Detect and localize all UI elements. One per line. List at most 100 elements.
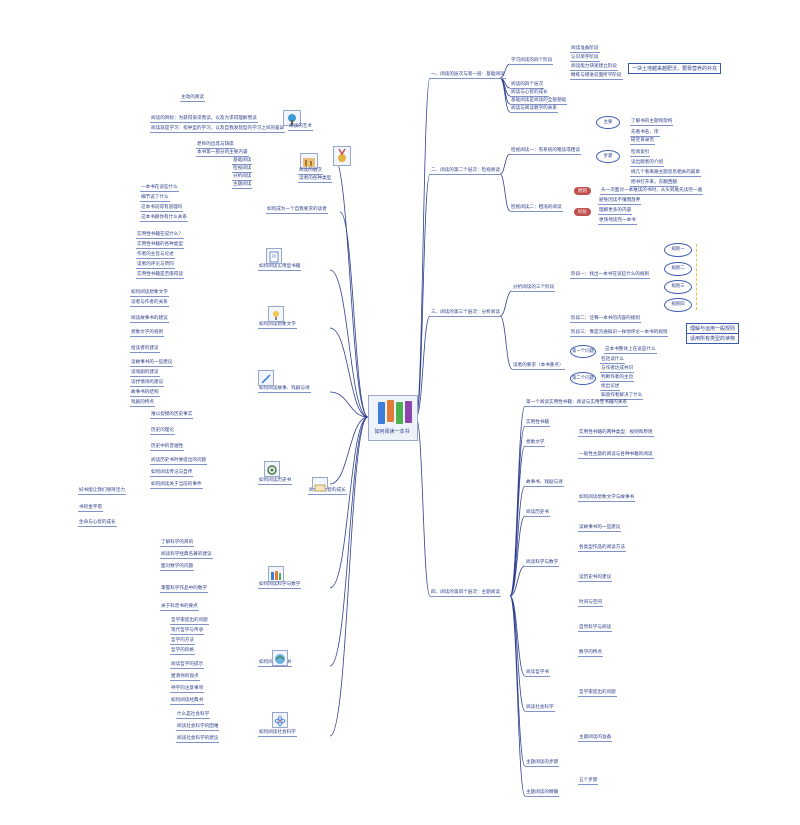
a7-detail[interactable]: 掌握科学作品中的数学	[160, 586, 208, 593]
a5-detail[interactable]: 难以捉摸的历史事实	[150, 412, 194, 419]
b4-detail[interactable]: 实用性书籍的两种类型：规则和原则	[578, 430, 654, 437]
a9-detail[interactable]: 阅读社会科学的困难	[176, 724, 220, 731]
group-main[interactable]: 主要	[596, 116, 620, 129]
b3-req[interactable]: 与作者达成共识	[600, 366, 635, 373]
b4-child[interactable]: 实用性书籍	[525, 420, 550, 427]
a8-detail[interactable]: 如何阅读经典书	[170, 698, 205, 705]
b4-detail[interactable]: 自然科学与阅读	[578, 625, 613, 632]
a4-detail[interactable]: 读故事书的一些建议	[130, 360, 174, 367]
a7-detail[interactable]: 关于科普书的要点	[160, 604, 199, 611]
a4-detail[interactable]: 读戏剧的建议	[130, 370, 160, 377]
a3-detail[interactable]: 阅读故事书的建议	[130, 316, 169, 323]
a1-check[interactable]: 细节说了什么	[140, 195, 170, 202]
b3-req[interactable]: 判断作者的主旨	[600, 375, 635, 382]
left-branch[interactable]: 如何阅读想象文学	[258, 322, 297, 329]
b4-detail[interactable]: 读历史书的建议	[578, 575, 613, 582]
a1-level[interactable]: 基础阅读	[232, 158, 253, 165]
b2-main[interactable]: 了解书的主题和架构	[630, 119, 674, 126]
b4-detail[interactable]: 读故事书的一些建议	[578, 525, 622, 532]
b2-child[interactable]: 检视阅读一：有系统的略读或粗读	[510, 148, 581, 155]
b2-step[interactable]: 读出版者的介绍	[630, 160, 665, 167]
b2-benefit[interactable]: 理解更多的内容	[598, 208, 633, 215]
a1-check[interactable]: 一本书在谈些什么	[140, 185, 179, 192]
b4-child[interactable]: 故事书、戏剧与诗	[525, 480, 564, 487]
a6-detail[interactable]: 书的金字塔	[78, 505, 103, 512]
a1-detail[interactable]: 本书第一部分的主要内容	[196, 150, 249, 157]
a3-detail[interactable]: 读者与作者的关系	[130, 300, 169, 307]
b4-detail[interactable]: 主题阅读的准备	[578, 735, 613, 742]
b3-head[interactable]: 分析阅读的三个阶段	[512, 285, 556, 292]
b3-other[interactable]: 读者的要求（本书重点）	[512, 363, 565, 370]
b2-benefit[interactable]: 更快地读完一本书	[598, 218, 637, 225]
b1-sub[interactable]: 认识单字阶段	[570, 55, 600, 62]
b4-child[interactable]: 阅读社会科学	[525, 705, 555, 712]
b4-child[interactable]: 想象文学	[525, 440, 546, 447]
a3-detail[interactable]: 给读者的建议	[130, 346, 160, 353]
rule-cloud[interactable]: 规则一	[664, 243, 692, 257]
b1-child[interactable]: 基础阅读是阅读的全部基础	[510, 98, 568, 105]
a1-tag[interactable]: 阅读的艺术	[288, 124, 313, 131]
b2-step[interactable]: 把书打开来，东翻西翻	[630, 180, 678, 187]
b1-child[interactable]: 阅读与心智的成长	[510, 90, 549, 97]
a1-check[interactable]: 这本书跟你有什么关系	[140, 215, 188, 222]
b4-detail[interactable]: 哲学家提出的问题	[578, 690, 617, 697]
b3-req[interactable]: 知道作者解决了什么	[600, 393, 644, 400]
a3-detail[interactable]: 想象文学的规则	[130, 330, 165, 337]
b4-child[interactable]: 阅读历史书	[525, 510, 550, 517]
rule-cloud[interactable]: 规则三	[664, 280, 692, 294]
a5-detail[interactable]: 如何阅读传记与自传	[150, 470, 194, 477]
question-1[interactable]: 第一个问题	[570, 345, 596, 358]
b3-stage-3[interactable]: 阶段三：像是沟通知识一样地评论一本书的规则	[570, 330, 669, 337]
branch-level-2[interactable]: 二、阅读的第二个层次：检视阅读	[430, 168, 501, 175]
a7-detail[interactable]: 阅读科学经典名著的建议	[160, 552, 213, 559]
branch-level-1[interactable]: 一、阅读的层次与第一层：基础阅读	[430, 72, 506, 79]
b2-step[interactable]: 挑几个看来跟主题息息相关的篇章	[630, 170, 701, 177]
a4-detail[interactable]: 故事书的结构	[130, 390, 160, 397]
b2-step[interactable]: 检阅索引	[630, 150, 651, 157]
b2-step[interactable]: 先看书名、序	[630, 130, 660, 137]
left-branch[interactable]: 如何阅读社会科学	[258, 730, 297, 737]
left-branch[interactable]: 如何阅读实用型书籍	[258, 264, 302, 271]
a2-detail[interactable]: 实用性书籍是否值得读	[136, 272, 184, 279]
a9-detail[interactable]: 什么是社会科学	[176, 712, 211, 719]
b4-child[interactable]: 主题阅读的步骤	[525, 760, 560, 767]
group-steps[interactable]: 步骤	[596, 150, 620, 163]
b1-sub[interactable]: 阅读能力快速建立阶段	[570, 64, 618, 71]
b1-child[interactable]: 阅读与阅读教学的关系	[510, 106, 558, 113]
b4-child[interactable]: 阅读哲学书	[525, 670, 550, 677]
b1-child[interactable]: 阅读的四个层次	[510, 82, 545, 89]
a2-detail[interactable]: 作者的主旨与论述	[136, 252, 175, 259]
a2-detail[interactable]: 实用性书籍在说什么？	[136, 232, 184, 239]
b4-detail[interactable]: 如何阅读想象文学与故事书	[578, 495, 636, 502]
a8-detail[interactable]: 神学的注意事项	[170, 686, 205, 693]
b4-detail[interactable]: 一般性主题的阅读与各种书籍的阅读	[578, 452, 654, 459]
b3-q1[interactable]: 这本书整体上在谈些什么	[604, 347, 657, 354]
b4-detail[interactable]: 数学的特点	[578, 650, 603, 657]
b4-child[interactable]: 主题阅读的精髓	[525, 790, 560, 797]
a6-detail[interactable]: 好书能让我们保持活力	[78, 488, 126, 495]
a1-check[interactable]: 这本书说得有道理吗	[140, 205, 184, 212]
b1-sub[interactable]: 精练与增进前面所学阶段	[570, 73, 623, 80]
b1-sub[interactable]: 阅读准备阶段	[570, 46, 600, 53]
b2-step[interactable]: 研究目录页	[630, 138, 655, 145]
a3-detail[interactable]: 如何阅读想象文学	[130, 290, 169, 297]
left-branch[interactable]: 如何阅读故事、戏剧与诗	[258, 386, 311, 393]
a4-detail[interactable]: 戏剧的特点	[130, 400, 155, 407]
a9-detail[interactable]: 阅读社会科学的建议	[176, 736, 220, 743]
a8-detail[interactable]: 哲学的风格	[170, 648, 195, 655]
a1-detail[interactable]: 主动的阅读	[180, 95, 205, 102]
a6-detail[interactable]: 生命与心智的成长	[78, 520, 117, 527]
b4-detail[interactable]: 各类型作品的阅读方法	[578, 545, 626, 552]
a5-detail[interactable]: 历史中的普遍性	[150, 444, 185, 451]
left-branch-center[interactable]: 阅读与心智的成长	[308, 488, 347, 495]
a8-detail[interactable]: 现代哲学与传承	[170, 628, 205, 635]
a5-detail[interactable]: 如何阅读关于当前的事件	[150, 482, 203, 489]
b3-stage-1[interactable]: 阶段一：找出一本书在谈些什么的规则	[570, 272, 651, 279]
a1-low[interactable]: 读者的各种类型	[298, 176, 333, 183]
b3-req[interactable]: 包括读什么	[600, 357, 625, 364]
b2-child[interactable]: 检视阅读二：粗浅的阅读	[510, 205, 563, 212]
question-2[interactable]: 第二个问题	[570, 372, 596, 385]
a7-detail[interactable]: 了解科学的目的	[160, 540, 195, 547]
central-topic-box[interactable]	[368, 395, 418, 441]
b4-child[interactable]: 阅读科学与数学	[525, 560, 560, 567]
